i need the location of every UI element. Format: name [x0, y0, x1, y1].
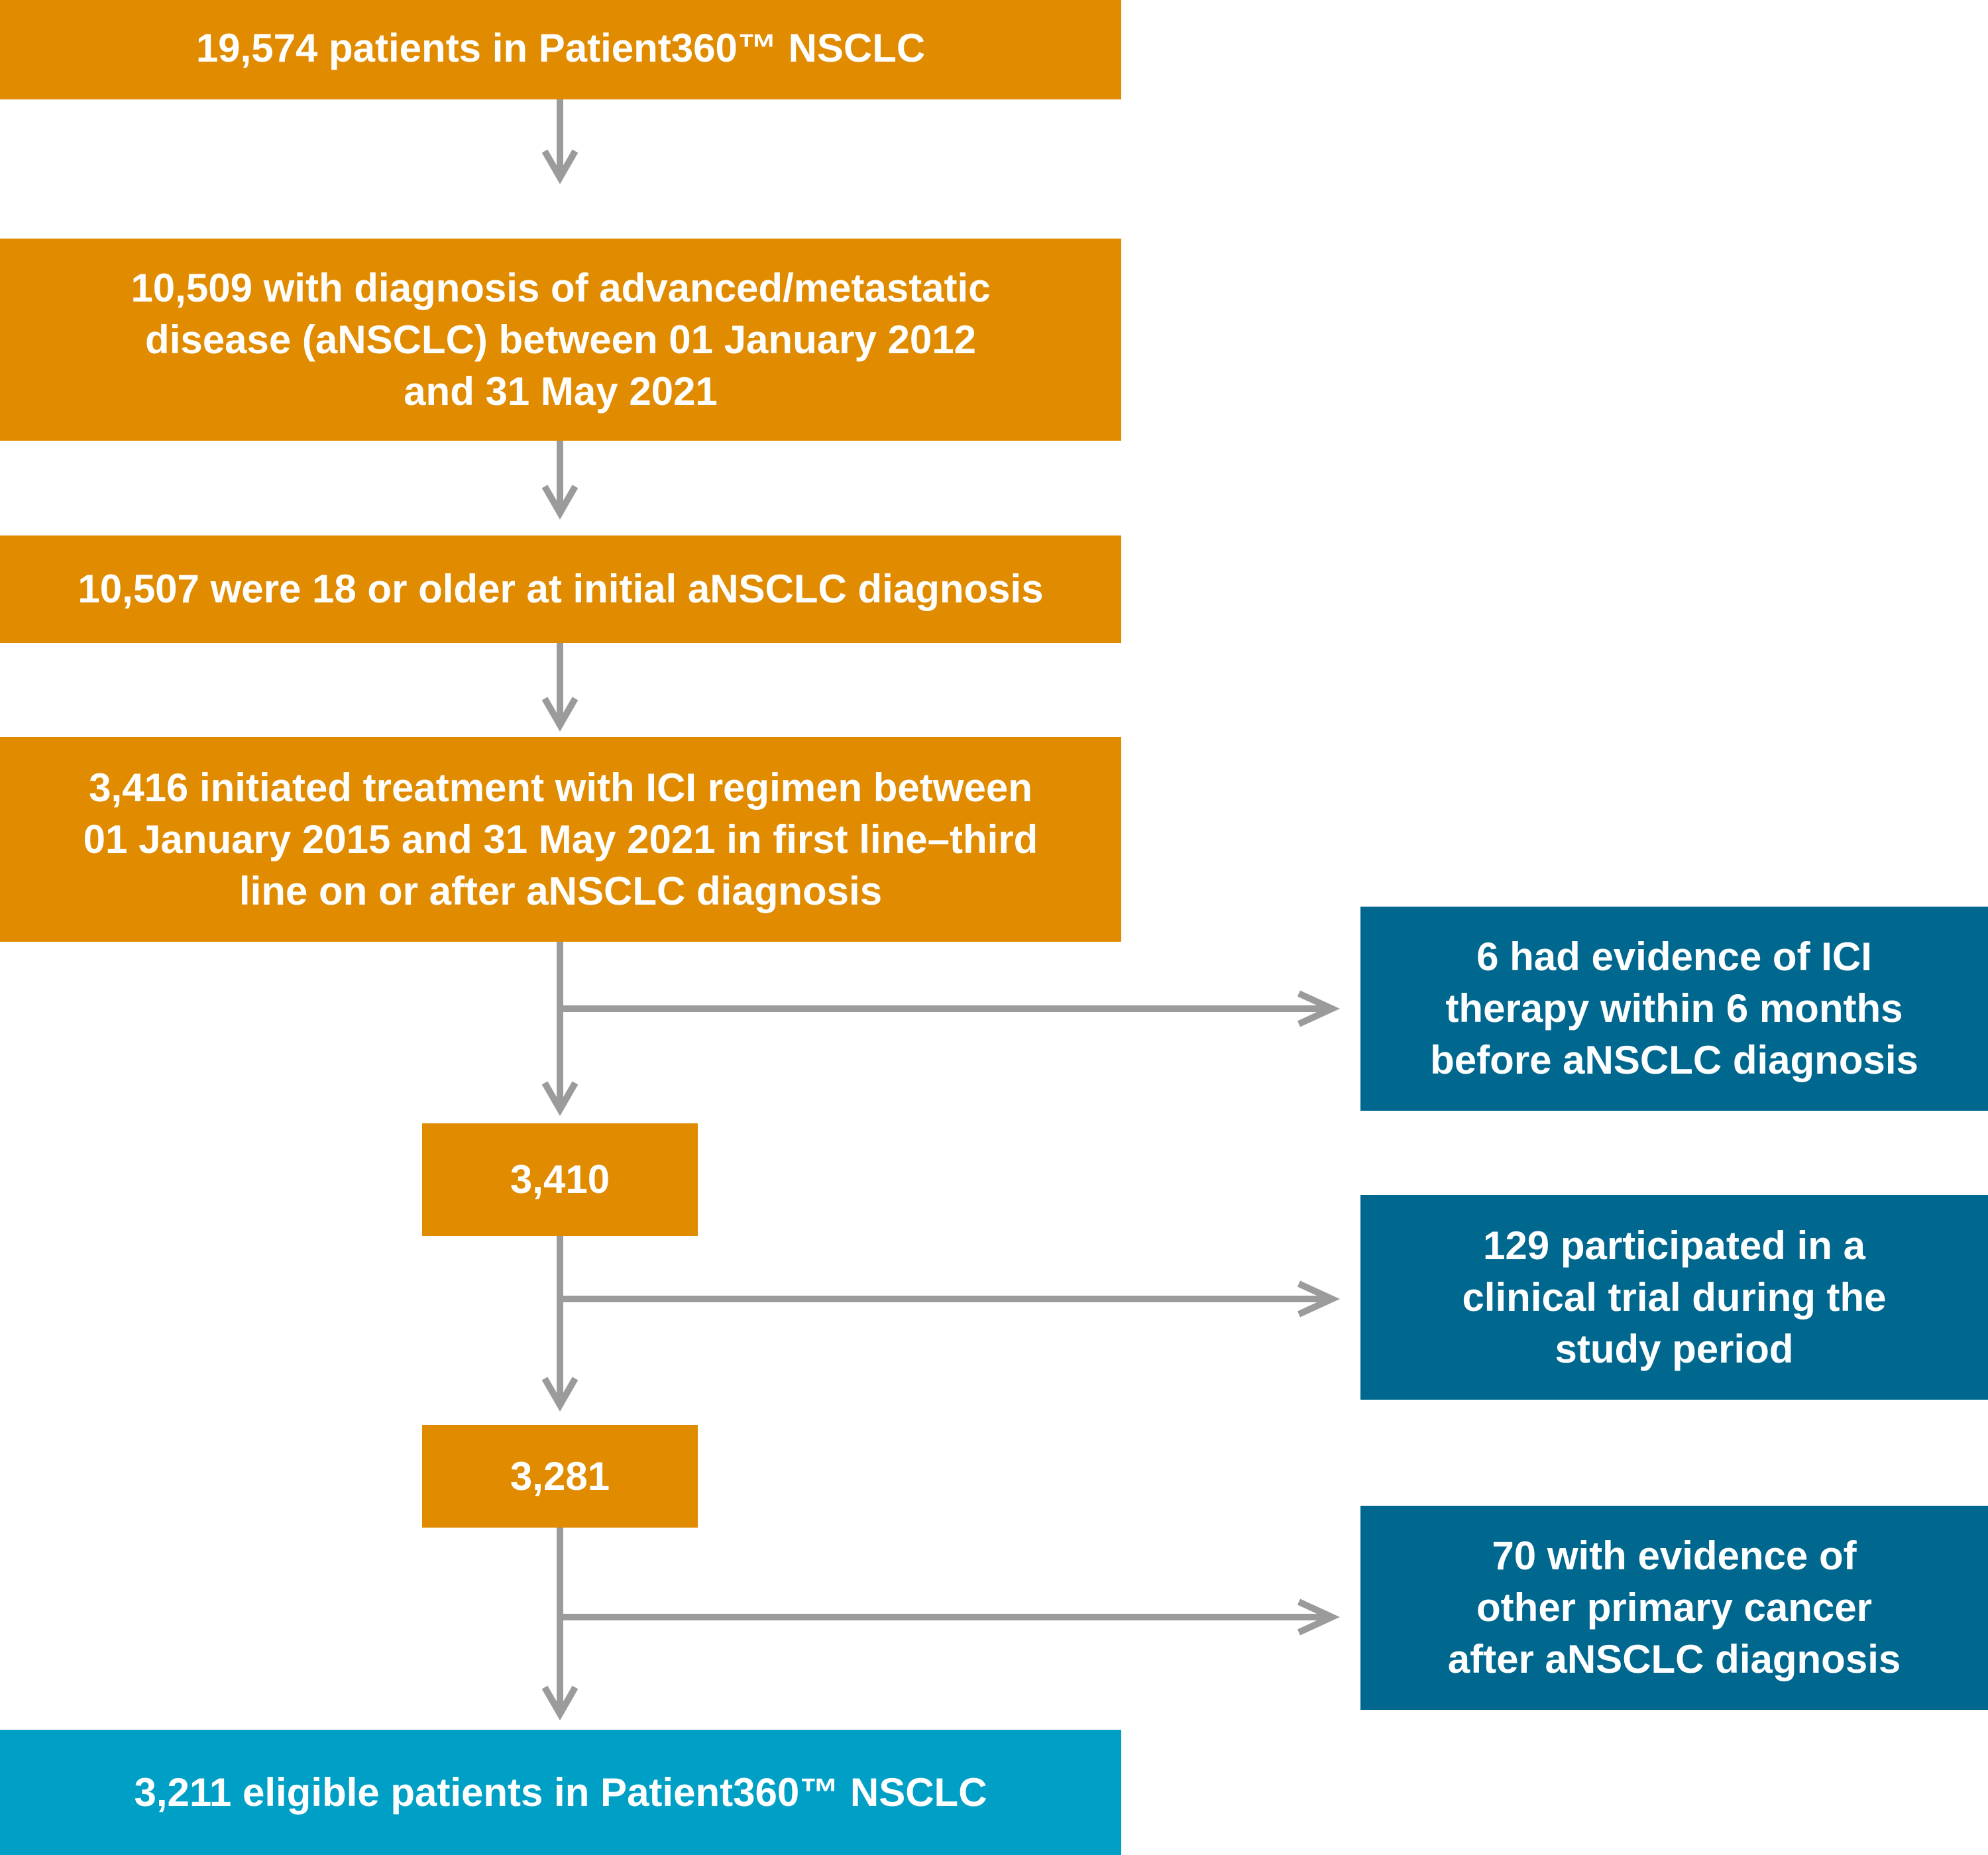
step-line: line on or after aNSCLC diagnosis [239, 868, 883, 913]
arrowhead-exclusion-3 [1297, 1599, 1340, 1636]
exclusion-box-3-text: 70 with evidence of other primary cancer… [1448, 1530, 1901, 1685]
final-box: 3,211 eligible patients in Patient360™ N… [0, 1730, 1121, 1855]
final-line: 3,211 eligible patients in Patient360™ N… [134, 1770, 987, 1815]
arrowhead-4 [541, 1081, 579, 1117]
exclusion-line: 6 had evidence of ICI [1476, 934, 1872, 979]
exclusion-line: 129 participated in a [1483, 1223, 1865, 1268]
step-box-4: 3,416 initiated treatment with ICI regim… [0, 737, 1121, 942]
arrowhead-1 [541, 149, 579, 185]
exclusion-box-1-text: 6 had evidence of ICI therapy within 6 m… [1430, 931, 1918, 1086]
exclusion-line: clinical trial during the [1462, 1274, 1887, 1320]
step-box-5: 3,410 [422, 1123, 698, 1236]
exclusion-box-2-text: 129 participated in a clinical trial dur… [1462, 1220, 1886, 1375]
step-line: 01 January 2015 and 31 May 2021 in first… [83, 816, 1038, 862]
arrowhead-5 [541, 1377, 579, 1412]
step-line: 10,507 were 18 or older at initial aNSCL… [78, 567, 1044, 611]
step-box-6: 3,281 [422, 1425, 698, 1528]
step-box-1: 19,574 patients in Patient360™ NSCLC [0, 0, 1121, 99]
step-box-3-text: 10,507 were 18 or older at initial aNSCL… [78, 563, 1043, 615]
step-line: 3,410 [510, 1157, 610, 1202]
step-box-6-text: 3,281 [510, 1451, 610, 1502]
arrowhead-6 [541, 1685, 579, 1721]
step-line: 19,574 patients in Patient360™ NSCLC [195, 26, 926, 70]
step-line: and 31 May 2021 [404, 368, 718, 414]
step-box-2: 10,509 with diagnosis of advanced/metast… [0, 239, 1121, 441]
arrowhead-2 [541, 484, 579, 520]
arrowhead-exclusion-2 [1297, 1280, 1340, 1318]
step-box-1-text: 19,574 patients in Patient360™ NSCLC [196, 23, 925, 74]
exclusion-box-2: 129 participated in a clinical trial dur… [1360, 1195, 1988, 1400]
step-box-2-text: 10,509 with diagnosis of advanced/metast… [131, 262, 990, 418]
step-line: 3,416 initiated treatment with ICI regim… [89, 765, 1032, 810]
exclusion-line: therapy within 6 months [1445, 986, 1903, 1031]
exclusion-line: before aNSCLC diagnosis [1430, 1038, 1918, 1082]
arrowhead-3 [541, 697, 579, 732]
step-box-3: 10,507 were 18 or older at initial aNSCL… [0, 535, 1121, 643]
exclusion-line: 70 with evidence of [1492, 1534, 1857, 1578]
step-box-5-text: 3,410 [510, 1154, 610, 1206]
step-line: disease (aNSCLC) between 01 January 2012 [145, 317, 976, 362]
arrowhead-exclusion-1 [1297, 990, 1340, 1027]
exclusion-line: after aNSCLC diagnosis [1447, 1637, 1901, 1681]
exclusion-line: study period [1555, 1326, 1794, 1371]
step-line: 10,509 with diagnosis of advanced/metast… [131, 265, 991, 310]
exclusion-box-1: 6 had evidence of ICI therapy within 6 m… [1360, 907, 1988, 1111]
exclusion-box-3: 70 with evidence of other primary cancer… [1360, 1506, 1988, 1710]
final-box-text: 3,211 eligible patients in Patient360™ N… [134, 1767, 987, 1819]
exclusion-line: other primary cancer [1476, 1585, 1872, 1630]
step-box-4-text: 3,416 initiated treatment with ICI regim… [83, 762, 1038, 917]
step-line: 3,281 [510, 1453, 610, 1498]
